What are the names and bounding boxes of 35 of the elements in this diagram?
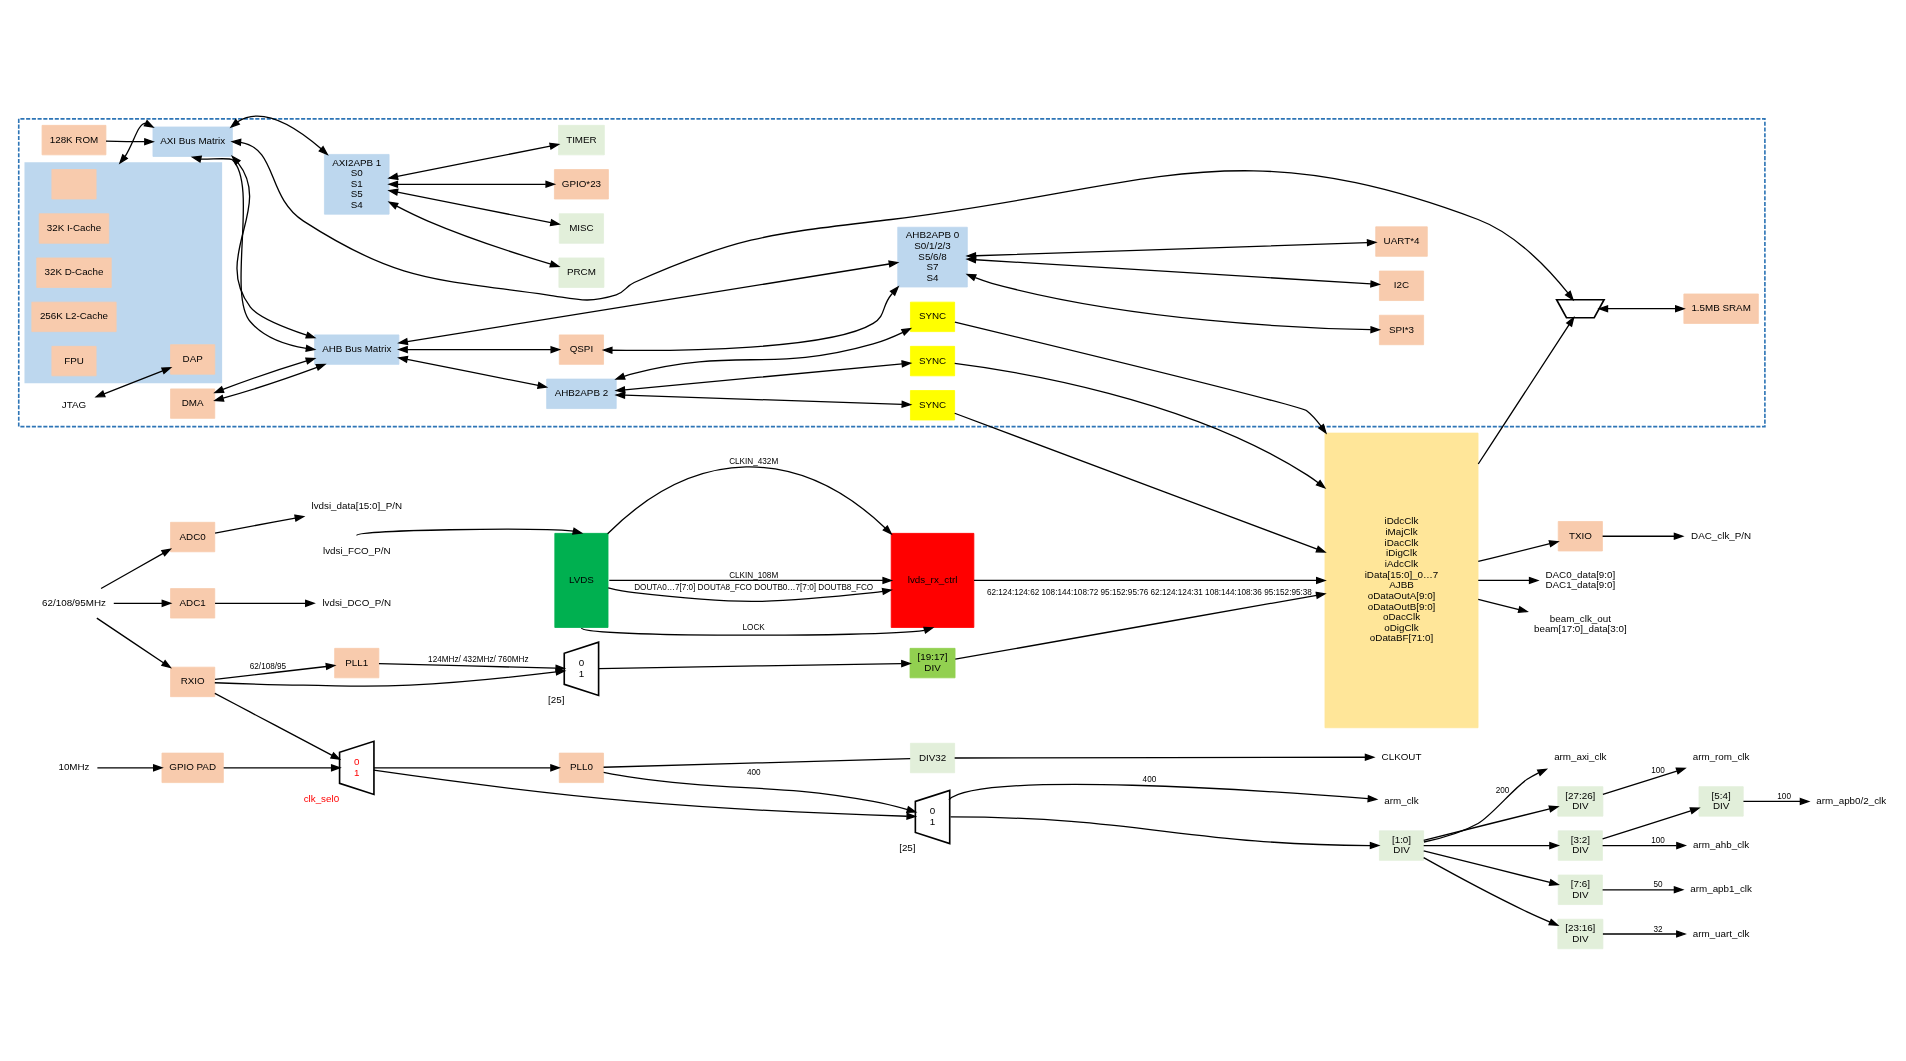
edge-label: 62/108/95: [249, 661, 287, 671]
node-text: lvdsi_FCO_P/N: [322, 544, 391, 556]
node-text: beam_clk_out beam[17:0]_data[3:0]: [1533, 612, 1627, 635]
edge-label: 100: [1777, 791, 1791, 801]
node-text: arm_apb1_clk: [1690, 883, 1752, 895]
node-text: arm_axi_clk: [1554, 750, 1607, 762]
node-text: arm_apb0/2_clk: [1816, 794, 1887, 806]
node-text: 10MHz: [58, 761, 90, 773]
node-text: DAC_clk_P/N: [1691, 529, 1752, 541]
edge-label: DOUTA0…7[7:0] DOUTA8_FCO DOUTB0…7[7:0] DOUTB8_FCO: [634, 583, 874, 593]
node-text: JTAG: [61, 398, 87, 410]
edge-label: 200: [1495, 786, 1510, 796]
node-text: 62/108/95MHz: [42, 596, 106, 608]
edge-label: CLKIN_108M: [729, 570, 779, 580]
edge-label: 400: [746, 768, 761, 778]
node-text: DAC0_data[9:0] DAC1_data[9:0]: [1545, 568, 1616, 591]
node-text: arm_uart_clk: [1692, 927, 1750, 939]
node-text: arm_clk: [1384, 794, 1419, 806]
edge-label: 100: [1651, 836, 1665, 846]
node-text: lvdsi_data[15:0]_P/N: [311, 500, 403, 512]
edge-label: 124MHz/ 432MHz/ 760MHz: [428, 655, 529, 665]
node-label: [25]: [899, 842, 916, 854]
edge-label: CLKIN_432M: [729, 457, 779, 467]
node-label: clk_sel0: [303, 793, 340, 805]
edge-label: 50: [1653, 880, 1663, 890]
edge-label: LOCK: [742, 623, 765, 633]
edge-label: 32: [1653, 924, 1663, 934]
node-text: CLKOUT: [1381, 750, 1422, 762]
node-text: arm_ahb_clk: [1693, 839, 1750, 851]
node-text: arm_rom_clk: [1692, 750, 1750, 762]
edge-label: 100: [1651, 765, 1665, 775]
node-label: [25]: [548, 694, 565, 706]
edge-label: 62:124:124:62 108:144:108:72 95:152:95:76 62:124:124:31 108:144:108:36 95:152:95:38: [986, 588, 1312, 598]
edge-label: 400: [1142, 774, 1157, 784]
node-text: lvdsi_DCO_P/N: [322, 596, 392, 608]
